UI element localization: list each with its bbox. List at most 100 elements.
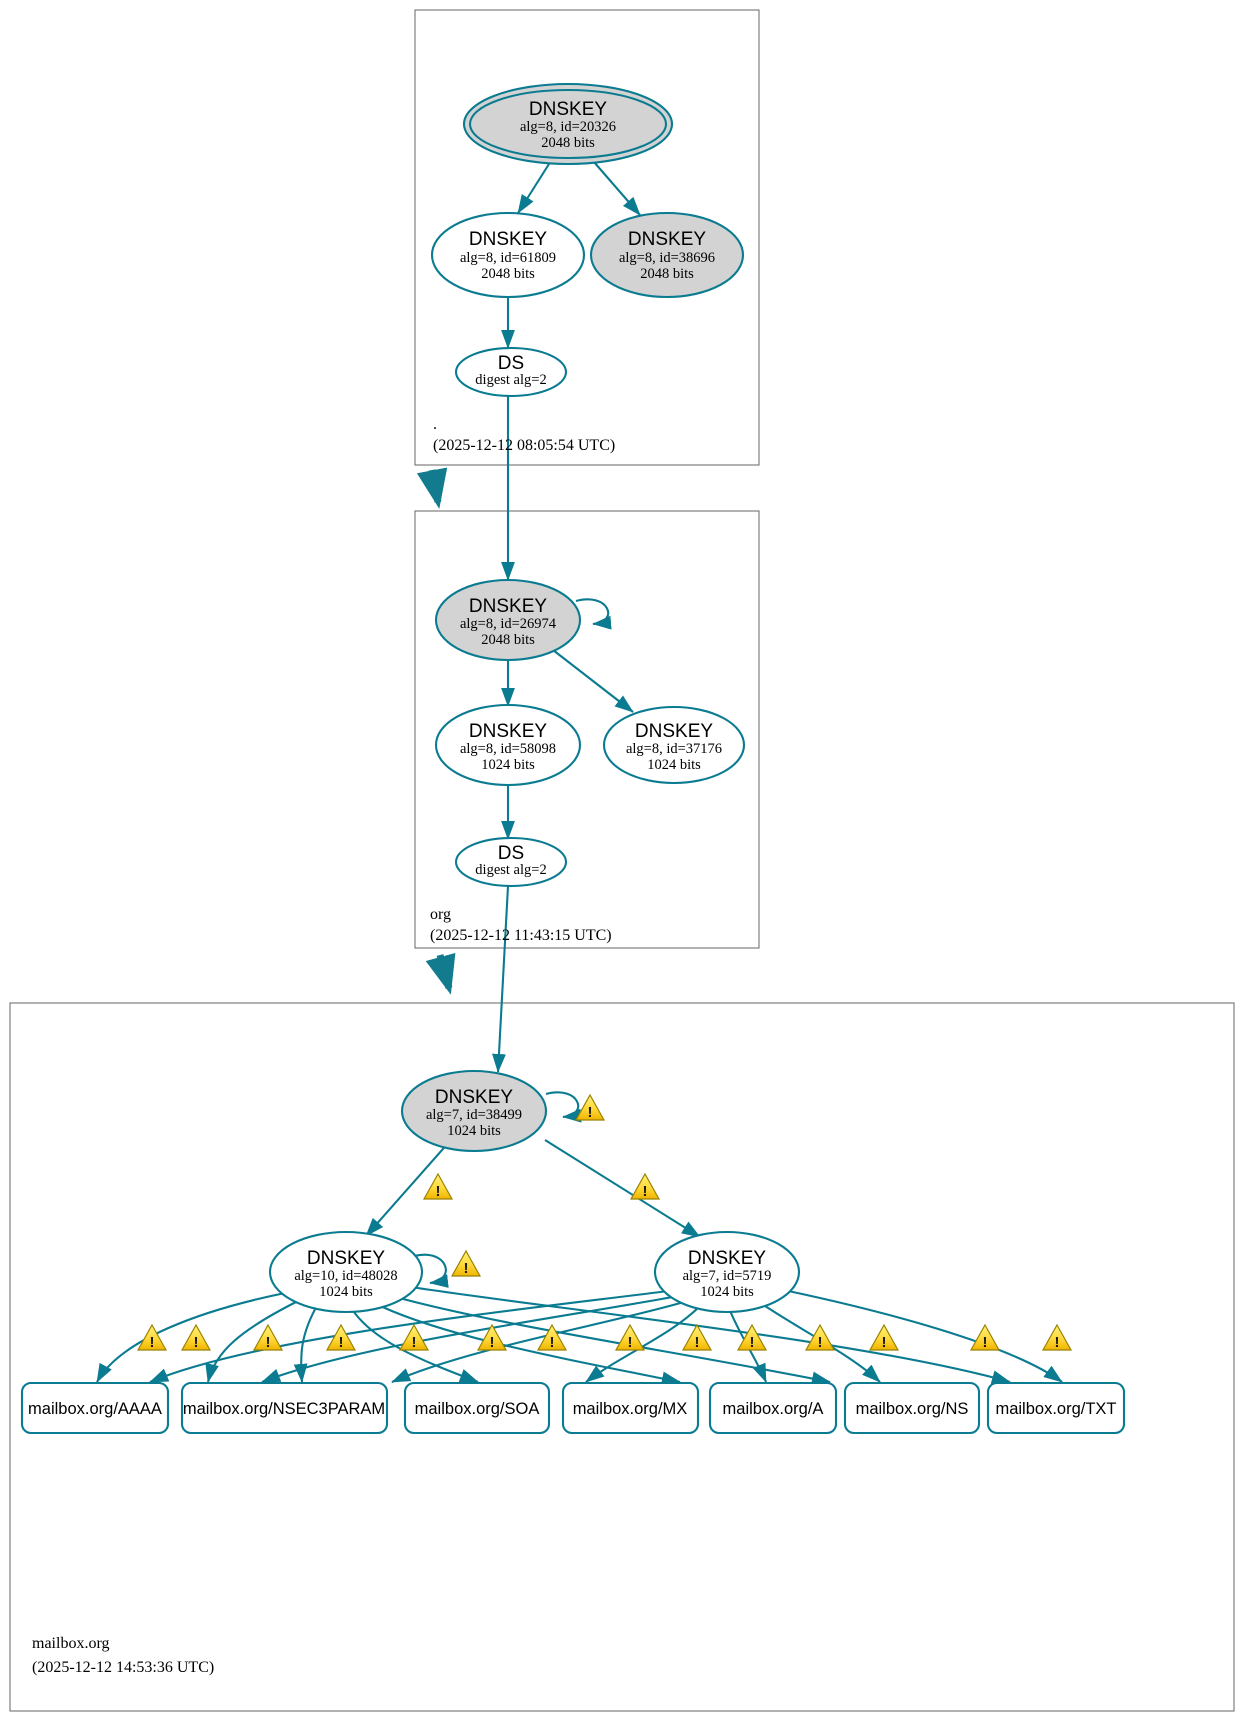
warning-icon-rrsig-2[interactable]: ! bbox=[180, 1323, 212, 1351]
warning-icon-ksk-to-5719[interactable]: ! bbox=[629, 1172, 661, 1200]
rrset-box-a[interactable] bbox=[708, 1381, 838, 1435]
warning-icon-rrsig-4[interactable]: ! bbox=[325, 1323, 357, 1351]
node-org-ds-detail: digest alg=2 bbox=[475, 862, 546, 878]
warning-icon-rrsig-10[interactable]: ! bbox=[736, 1323, 768, 1351]
node-org-zsk-58098-bits: 1024 bits bbox=[481, 757, 535, 773]
warning-icon-mailbox-ksk-selfsign[interactable]: ! bbox=[574, 1093, 606, 1121]
edge-5719-to-aaaa bbox=[149, 1288, 677, 1383]
zone-label-root: . bbox=[433, 416, 437, 433]
zone-label-mailbox-org: mailbox.org bbox=[32, 1635, 109, 1652]
warning-icon-rrsig-5[interactable]: ! bbox=[398, 1323, 430, 1351]
node-org-key-37176 bbox=[602, 705, 746, 785]
rrset-box-txt[interactable] bbox=[986, 1381, 1126, 1435]
node-org-ds-title: DS bbox=[498, 843, 524, 864]
node-root-ksk-title: DNSKEY bbox=[529, 99, 607, 120]
rrset-label-txt: mailbox.org/TXT bbox=[995, 1400, 1116, 1418]
edge-root-ksk-to-38696 bbox=[593, 161, 641, 216]
node-org-key-37176-title: DNSKEY bbox=[635, 721, 713, 742]
node-mailbox-zsk-5719-title: DNSKEY bbox=[688, 1248, 766, 1269]
warning-icon-rrsig-11[interactable]: ! bbox=[804, 1323, 836, 1351]
edge-5719-to-soa bbox=[391, 1300, 685, 1383]
node-mailbox-zsk-5719 bbox=[653, 1230, 801, 1314]
warning-icon-rrsig-6[interactable]: ! bbox=[476, 1323, 508, 1351]
node-org-ksk bbox=[434, 578, 582, 662]
node-root-ksk-detail: alg=8, id=20326 bbox=[520, 119, 616, 135]
node-org-zsk-58098-title: DNSKEY bbox=[469, 721, 547, 742]
warning-icon-glyph: ! bbox=[194, 1334, 199, 1351]
warning-icon-glyph: ! bbox=[464, 1260, 469, 1277]
warning-icon-glyph: ! bbox=[490, 1334, 495, 1351]
node-root-zsk-61809-title: DNSKEY bbox=[469, 229, 547, 250]
rrset-label-aaaa: mailbox.org/AAAA bbox=[28, 1400, 162, 1418]
node-root-key-38696 bbox=[589, 211, 745, 299]
node-root-key-38696-title: DNSKEY bbox=[628, 229, 706, 250]
node-org-zsk-58098-detail: alg=8, id=58098 bbox=[460, 741, 556, 757]
edge-self-sign-mailbox-ksk bbox=[545, 1091, 582, 1123]
rrset-box-mx[interactable] bbox=[561, 1381, 700, 1435]
node-org-key-37176-detail: alg=8, id=37176 bbox=[626, 741, 722, 757]
edge-self-sign-mailbox-48028 bbox=[413, 1253, 449, 1288]
rrset-label-a: mailbox.org/A bbox=[723, 1400, 824, 1418]
edge-5719-to-txt bbox=[773, 1286, 1063, 1383]
edge-org-ksk-to-37176 bbox=[552, 649, 634, 713]
rrset-label-mx: mailbox.org/MX bbox=[573, 1400, 688, 1418]
node-root-zsk-61809 bbox=[430, 211, 586, 299]
node-mailbox-zsk-5719-detail: alg=7, id=5719 bbox=[683, 1268, 772, 1284]
node-root-key-38696-detail: alg=8, id=38696 bbox=[619, 250, 715, 266]
edge-5719-to-mx bbox=[585, 1305, 701, 1383]
warning-icon-48028-selfsign[interactable]: ! bbox=[450, 1249, 482, 1277]
rrset-box-nsec3param[interactable] bbox=[180, 1381, 389, 1435]
rrset-label-nsec3param: mailbox.org/NSEC3PARAM bbox=[183, 1400, 385, 1418]
node-root-key-38696-bits: 2048 bits bbox=[640, 266, 694, 282]
warning-icon-rrsig-12[interactable]: ! bbox=[868, 1323, 900, 1351]
warning-icon-glyph: ! bbox=[150, 1334, 155, 1351]
node-org-ksk-title: DNSKEY bbox=[469, 596, 547, 617]
warning-icon-ksk-to-48028[interactable]: ! bbox=[422, 1172, 454, 1200]
warning-icon-rrsig-14[interactable]: ! bbox=[1041, 1323, 1073, 1351]
node-mailbox-zsk-48028-bits: 1024 bits bbox=[319, 1284, 373, 1300]
node-root-ds-detail: digest alg=2 bbox=[475, 372, 546, 388]
node-org-zsk-58098 bbox=[434, 703, 582, 787]
node-org-ds bbox=[454, 836, 568, 888]
warning-icon-rrsig-13[interactable]: ! bbox=[969, 1323, 1001, 1351]
rrset-label-ns: mailbox.org/NS bbox=[856, 1400, 969, 1418]
node-root-ds-title: DS bbox=[498, 353, 524, 374]
node-mailbox-ksk-bits: 1024 bits bbox=[447, 1123, 501, 1139]
rrset-box-ns[interactable] bbox=[843, 1381, 981, 1435]
warning-icon-glyph: ! bbox=[750, 1334, 755, 1351]
rrset-box-soa[interactable] bbox=[403, 1381, 551, 1435]
edge-48028-to-txt bbox=[403, 1284, 1011, 1384]
warning-icon-glyph: ! bbox=[266, 1334, 271, 1351]
rrset-label-soa: mailbox.org/SOA bbox=[415, 1400, 540, 1418]
node-org-key-37176-bits: 1024 bits bbox=[647, 757, 701, 773]
warning-icon-rrsig-9[interactable]: ! bbox=[681, 1323, 713, 1351]
node-org-ksk-bits: 2048 bits bbox=[481, 632, 535, 648]
edge-mailbox-ksk-to-5719 bbox=[544, 1139, 701, 1238]
node-mailbox-zsk-48028-detail: alg=10, id=48028 bbox=[294, 1268, 397, 1284]
warning-icon-glyph: ! bbox=[818, 1334, 823, 1351]
zone-label-org: org bbox=[430, 906, 451, 923]
node-mailbox-zsk-48028 bbox=[268, 1230, 424, 1314]
edge-mailbox-ksk-to-48028 bbox=[365, 1140, 451, 1237]
warning-icon-rrsig-7[interactable]: ! bbox=[536, 1323, 568, 1351]
node-root-ds bbox=[454, 346, 568, 398]
warning-icon-glyph: ! bbox=[628, 1334, 633, 1351]
edge-48028-to-ns bbox=[391, 1294, 831, 1386]
zone-box-mailbox-org bbox=[9, 1002, 1235, 1712]
node-root-zsk-61809-detail: alg=8, id=61809 bbox=[460, 250, 556, 266]
edge-48028-to-mx bbox=[349, 1305, 479, 1383]
node-root-zsk-61809-bits: 2048 bits bbox=[481, 266, 535, 282]
edge-48028-to-soa bbox=[293, 1303, 319, 1383]
node-mailbox-ksk-detail: alg=7, id=38499 bbox=[426, 1107, 522, 1123]
edge-delegation-org-to-mailbox bbox=[425, 952, 456, 995]
rrset-box-aaaa[interactable] bbox=[20, 1381, 170, 1435]
warning-icon-rrsig-8[interactable]: ! bbox=[614, 1323, 646, 1351]
zone-timestamp-org: (2025-12-12 11:43:15 UTC) bbox=[430, 927, 612, 944]
node-mailbox-ksk-title: DNSKEY bbox=[435, 1087, 513, 1108]
edge-root-ksk-to-61809 bbox=[517, 163, 550, 214]
warning-icon-rrsig-1[interactable]: ! bbox=[136, 1323, 168, 1351]
warning-icon-rrsig-3[interactable]: ! bbox=[252, 1323, 284, 1351]
edge-5719-to-nsec3param bbox=[261, 1294, 679, 1383]
edge-org-ds-to-mailbox-ksk bbox=[492, 885, 510, 1073]
